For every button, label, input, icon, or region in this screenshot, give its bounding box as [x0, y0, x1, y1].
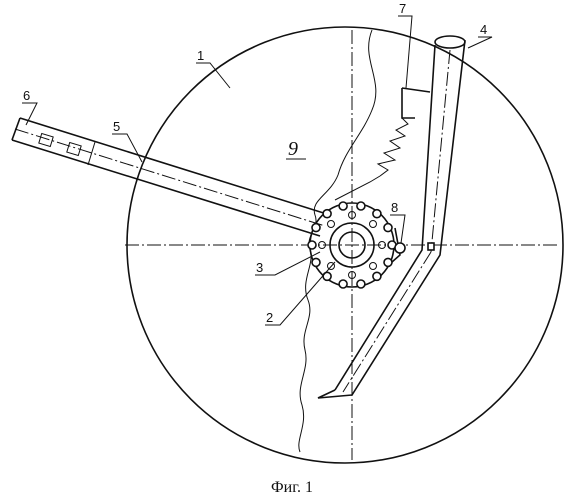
leader-5 [112, 133, 143, 163]
figure-caption: Фиг. 1 [271, 479, 313, 496]
label-6: 6 [23, 88, 30, 103]
hub-bolt-hole [369, 262, 377, 270]
sprocket-pin [338, 201, 348, 211]
sprocket-pin [372, 208, 382, 219]
spring [334, 117, 409, 201]
hub-bolt-hole [327, 220, 335, 228]
arm-slot-2 [66, 141, 82, 157]
tine-centerline-a [430, 49, 451, 253]
hub-bolt-hole [378, 241, 386, 249]
label-9: 9 [288, 138, 298, 160]
tine-mark [427, 242, 435, 251]
sprocket-pin [356, 201, 366, 211]
leader-4 [467, 36, 493, 49]
arm-edges [11, 117, 331, 237]
arm-centerline [14, 128, 326, 227]
hub-bolt-hole [369, 220, 377, 228]
leader-2 [265, 261, 336, 326]
lever-plate [391, 227, 401, 263]
sprocket-pin [356, 279, 366, 289]
sprocket-pin [338, 279, 348, 289]
tine-edges [334, 39, 466, 396]
hub-bolt-hole [318, 241, 326, 249]
hub-ring [329, 222, 375, 268]
label-7: 7 [399, 1, 406, 16]
sprocket-pin [311, 222, 321, 233]
leader-1 [196, 62, 231, 89]
sprocket-pin [307, 240, 317, 250]
arm-end [11, 117, 21, 141]
disc-outline [126, 26, 564, 464]
label-8: 8 [391, 200, 398, 215]
label-5: 5 [113, 119, 120, 134]
sprocket-pin [322, 208, 332, 219]
hub-bolt-hole [348, 211, 356, 219]
spring-bracket [401, 88, 415, 119]
label-1: 1 [197, 48, 204, 63]
hub-bolt-hole [348, 271, 356, 279]
pivot-8 [394, 242, 406, 254]
sprocket-pin [383, 222, 393, 233]
sprocket-pin [383, 257, 393, 268]
arm-slot-1 [38, 132, 54, 148]
leader-6 [22, 102, 38, 126]
tine-centerline-b [342, 251, 432, 393]
label-4: 4 [480, 22, 487, 37]
hub-bore [338, 231, 366, 259]
label-2: 2 [266, 310, 273, 325]
label-3: 3 [256, 260, 263, 275]
arm-joint [87, 141, 96, 166]
sprocket-pin [372, 271, 382, 282]
leader-8 [390, 214, 406, 244]
bracket-top [401, 87, 431, 93]
leader-3 [255, 251, 321, 276]
tine-tip [317, 389, 353, 399]
leader-7 [398, 15, 413, 89]
tine-top [434, 35, 466, 49]
sprocket-pin [311, 257, 321, 268]
sprocket-pins [307, 201, 397, 289]
hub-bolt-hole [327, 262, 335, 270]
